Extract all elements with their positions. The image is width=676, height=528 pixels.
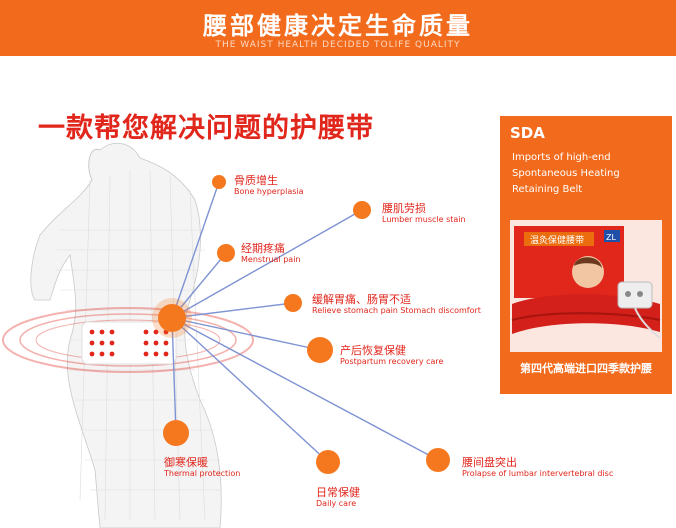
product-image: 温灸保健腰带 ZL	[510, 220, 662, 352]
hub-node	[158, 304, 186, 332]
headline: 一款帮您解决问题的护腰带	[38, 113, 374, 144]
top-banner: 腰部健康决定生命质量 THE WAIST HEALTH DECIDED TOLI…	[0, 0, 676, 56]
product-description: Imports of high-end Spontaneous Heating …	[512, 152, 620, 195]
belt-pad	[81, 321, 177, 365]
box-text: 温灸保健腰带	[530, 234, 584, 246]
brand-name: SDA	[510, 124, 545, 142]
connector-lines	[171, 181, 439, 463]
box-logo: ZL	[606, 233, 616, 242]
banner-title: 腰部健康决定生命质量	[203, 12, 473, 40]
end-nodes	[163, 175, 450, 474]
banner-subtitle: THE WAIST HEALTH DECIDED TOLIFE QUALITY	[215, 40, 461, 50]
product-caption: 第四代高端进口四季款护腰	[520, 362, 652, 375]
